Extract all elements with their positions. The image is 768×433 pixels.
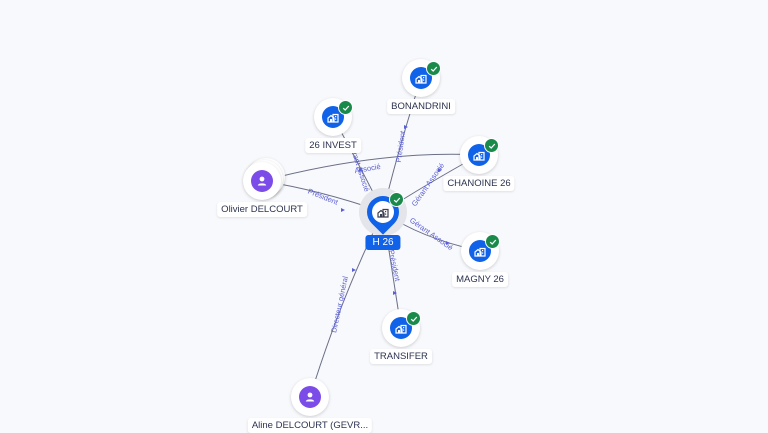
- edge-arrow-icon: [352, 268, 356, 272]
- edge-label: Directeur général: [329, 275, 350, 333]
- edge-label: Associé: [354, 162, 381, 175]
- edge-label: Président: [307, 187, 341, 208]
- edge-olivier-chanoine26: [261, 153, 480, 182]
- node-label[interactable]: MAGNY 26: [452, 272, 508, 287]
- building-icon: [372, 201, 394, 223]
- node-label[interactable]: Olivier DELCOURT: [217, 202, 307, 217]
- edge-arrow-icon: [446, 241, 450, 245]
- node-label[interactable]: TRANSIFER: [370, 349, 432, 364]
- edge-arrow-icon: [404, 125, 408, 129]
- verified-check-icon: [485, 234, 500, 249]
- edge-arrow-icon: [393, 291, 397, 295]
- verified-check-icon: [338, 100, 353, 115]
- edge-arrow-icon: [359, 168, 363, 172]
- node-label[interactable]: CHANOINE 26: [443, 176, 515, 191]
- edge-arrow-icon: [438, 168, 442, 172]
- person-icon: [299, 386, 321, 408]
- node-label[interactable]: H 26: [365, 235, 401, 250]
- verified-check-icon: [484, 138, 499, 153]
- node-label[interactable]: 26 INVEST: [305, 138, 361, 153]
- edge-arrow-icon: [341, 208, 345, 212]
- verified-check-icon: [426, 61, 441, 76]
- edge-label: Président: [394, 129, 407, 163]
- node-label[interactable]: Aline DELCOURT (GEVR...: [247, 418, 373, 433]
- person-icon: [251, 170, 273, 192]
- node-label[interactable]: BONANDRINI: [387, 99, 455, 114]
- edge-label: Gérant Associé: [410, 161, 447, 208]
- verified-check-icon: [406, 311, 421, 326]
- edge-label: Président: [387, 249, 403, 283]
- edge-label: Gérant Associé: [408, 216, 455, 253]
- verified-check-icon: [389, 192, 404, 207]
